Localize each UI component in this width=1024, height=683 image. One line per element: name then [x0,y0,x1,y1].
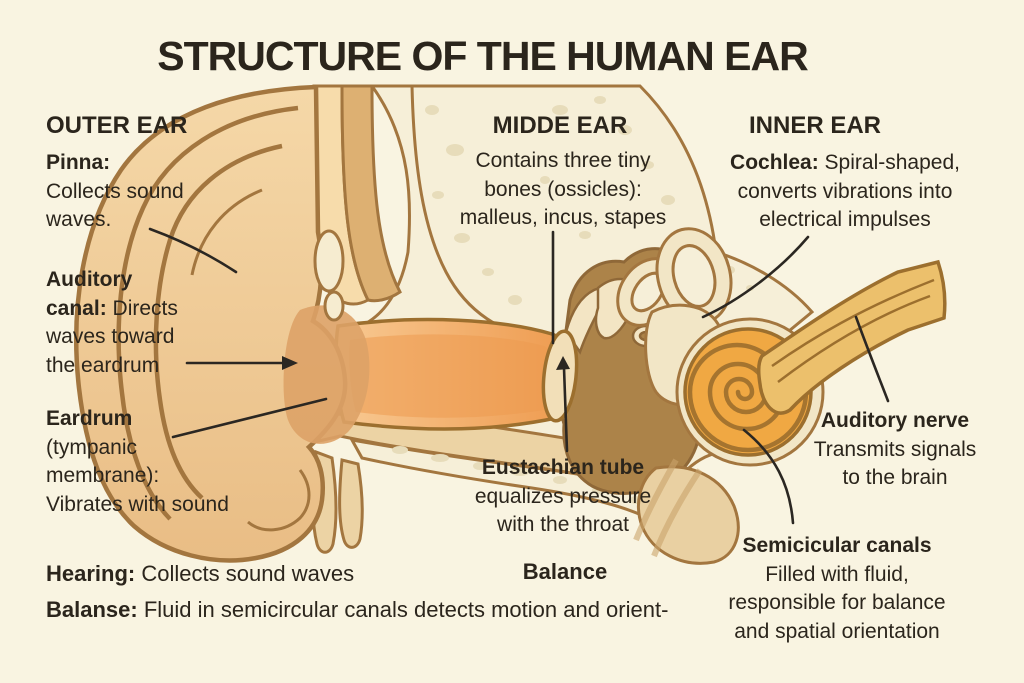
eardrum-desc: (tympanic membrane): Vibrates with sound [46,435,229,516]
balance-heading: Balance [522,559,608,584]
hearing-term: Hearing: [46,561,136,586]
cochlea-leader [701,235,810,319]
auditory-nerve-desc: Transmits signals to the brain [813,437,977,490]
cochlea-spiral [687,342,809,453]
balance-line: Balanse: Fluid in semicircular canals de… [46,597,668,623]
eustachian-term: Eustachian tube [481,456,645,479]
cochlea-desc: Spiral-shaped, converts vibrations into … [737,151,960,231]
page-title: STRUCTURE OF THE HUMAN EAR [157,33,808,79]
pinna-leader [148,227,238,274]
pinna-label: Pinna: Collects sound waves. [46,149,198,235]
balance-term: Balanse: [46,597,138,622]
auditory-canal-label: Auditory canal: Directs waves toward the… [46,266,198,380]
pinna-desc: Collects sound waves. [46,179,184,232]
eustachian-leader [562,366,569,453]
eardrum-label: Eardrum (tympanic membrane): Vibrates wi… [46,405,266,519]
leader-lines [148,227,890,525]
hearing-desc: Collects sound waves [135,561,355,586]
eardrum-term: Eardrum [46,407,133,430]
eardrum-leader [171,397,328,439]
hearing-line: Hearing: Collects sound waves [46,561,354,587]
balance-desc: Fluid in semicircular canals detects mot… [137,597,669,622]
eardrum-shape [541,329,579,423]
cochlea-label: Cochlea: Spiral-shaped, converts vibrati… [690,149,1000,235]
auditory-nerve-term: Auditory nerve [820,409,970,432]
semicircular-leader [742,428,795,525]
auditory-nerve-label: Auditory nerve Transmits signals to the … [775,407,1015,493]
semicircular-desc: Filled with fluid, responsible for balan… [728,562,946,643]
middle-ear-desc: Contains three tiny bones (ossicles): ma… [459,149,667,229]
under-cochlea-tissue [633,458,740,565]
auditory-canal-term: Auditory canal: [46,268,133,320]
pinna-shape [74,84,370,563]
eustachian-label: Eustachian tube equalizes pressure with … [428,454,698,540]
nerve-leader [854,315,890,403]
auditory-canal-desc: Directs waves toward the eardrum [46,296,178,377]
pinna-term: Pinna: [46,151,111,174]
eustachian-desc: equalizes pressure with the throat [474,484,652,537]
semicircular-term: Semicicular canals [742,534,932,557]
semicircular-label: Semicicular canals Filled with fluid, re… [700,532,974,646]
auditory-nerve-shape [756,259,947,415]
eustachian-arrowhead [556,356,570,370]
middle-ear-heading: MIDDE EAR [492,112,628,139]
auditory-canal-shape [334,317,575,431]
canal-arrowhead [282,356,298,370]
inner-ear-heading: INNER EAR [748,112,881,139]
bone-speckles [425,96,754,305]
cochlea-term: Cochlea: [730,151,819,174]
outer-ear-heading: OUTER EAR [46,112,188,139]
